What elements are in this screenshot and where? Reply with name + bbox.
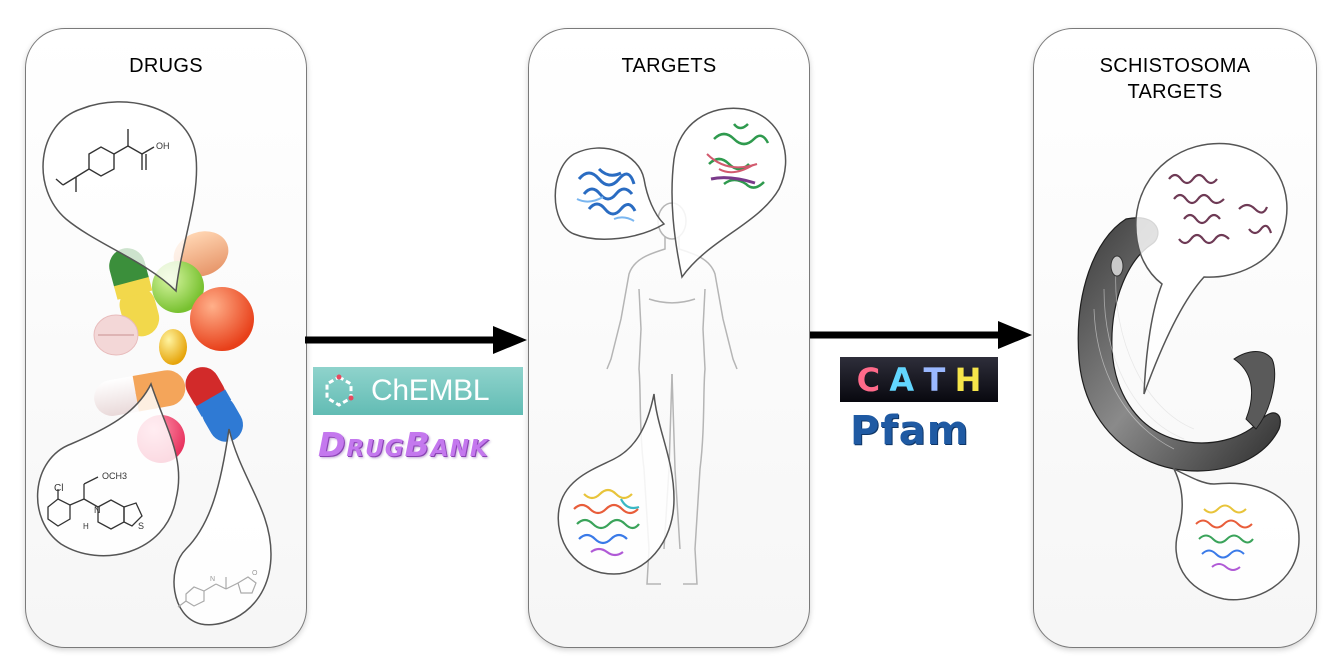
purple-protein-bubble	[1135, 142, 1288, 395]
yellow-gelcap	[159, 329, 187, 365]
targets-panel-title: TARGETS	[529, 53, 809, 79]
cath-letter-h: H	[954, 360, 982, 399]
schistosoma-illustration	[1077, 142, 1300, 601]
clopidogrel-s-label: S	[138, 521, 144, 531]
third-molecule-o-label: O	[252, 570, 258, 577]
third-molecule-structure	[177, 576, 257, 608]
schisto-multicolor-protein-bubble	[1172, 467, 1300, 601]
schistosoma-panel-title: SCHISTOSOMA TARGETS	[1034, 53, 1316, 105]
ibuprofen-bubble: OH	[42, 101, 198, 293]
drugs-title-line: DRUGS	[129, 55, 203, 77]
drugs-panel: DRUGS	[25, 28, 307, 648]
blue-protein-structure	[577, 167, 637, 216]
clopidogrel-h-label: H	[83, 522, 89, 531]
clopidogrel-cl-label: Cl	[54, 483, 63, 494]
chembl-molecule-icon	[325, 374, 354, 407]
schistosoma-title-line-1: SCHISTOSOMA	[1099, 55, 1251, 77]
cath-letter-t: T	[923, 360, 946, 399]
cath-letter-c: C	[856, 360, 881, 399]
multicolor-protein-bubble	[557, 393, 675, 575]
third-molecule-n-label: N	[210, 576, 215, 583]
ibuprofen-oh-label: OH	[156, 141, 170, 151]
arrow-targets-to-schistosoma	[810, 321, 1032, 349]
targets-illustration	[554, 107, 787, 585]
schistosoma-panel: SCHISTOSOMA TARGETS	[1033, 28, 1317, 648]
clopidogrel-och3-label: OCH3	[102, 471, 127, 481]
clopidogrel-bubble: Cl OCH3 N H S	[36, 382, 180, 557]
schisto-multicolor-protein-structure	[1195, 504, 1254, 571]
cath-letter-a: A	[889, 360, 915, 399]
chembl-logo: ChEMBL	[313, 367, 523, 415]
targets-panel: TARGETS	[528, 28, 810, 648]
clopidogrel-structure	[47, 476, 143, 530]
schistosoma-worm	[1077, 217, 1281, 472]
targets-title-line: TARGETS	[621, 55, 717, 77]
green-protein-bubble	[671, 107, 787, 279]
drugs-illustration: OH Cl OCH3 N H S	[36, 101, 272, 626]
blue-protein-bubble	[554, 147, 666, 240]
third-molecule-bubble: N O	[173, 428, 272, 626]
drugs-panel-title: DRUGS	[26, 53, 306, 79]
drugbank-logo: DrugBank	[318, 425, 489, 464]
chembl-logo-text: ChEMBL	[371, 374, 490, 407]
cath-logo: C A T H	[840, 357, 998, 402]
clopidogrel-n-label: N	[94, 505, 101, 515]
arrow-drugs-to-targets	[305, 326, 527, 354]
purple-protein-structure	[1168, 173, 1273, 245]
red-blue-capsule	[185, 367, 243, 442]
pfam-logo: Pfam	[850, 408, 970, 454]
schistosoma-title-line-2: TARGETS	[1127, 81, 1223, 103]
multicolor-protein-structure	[573, 488, 640, 557]
orange-tablet	[190, 287, 254, 351]
ibuprofen-structure	[55, 129, 155, 192]
